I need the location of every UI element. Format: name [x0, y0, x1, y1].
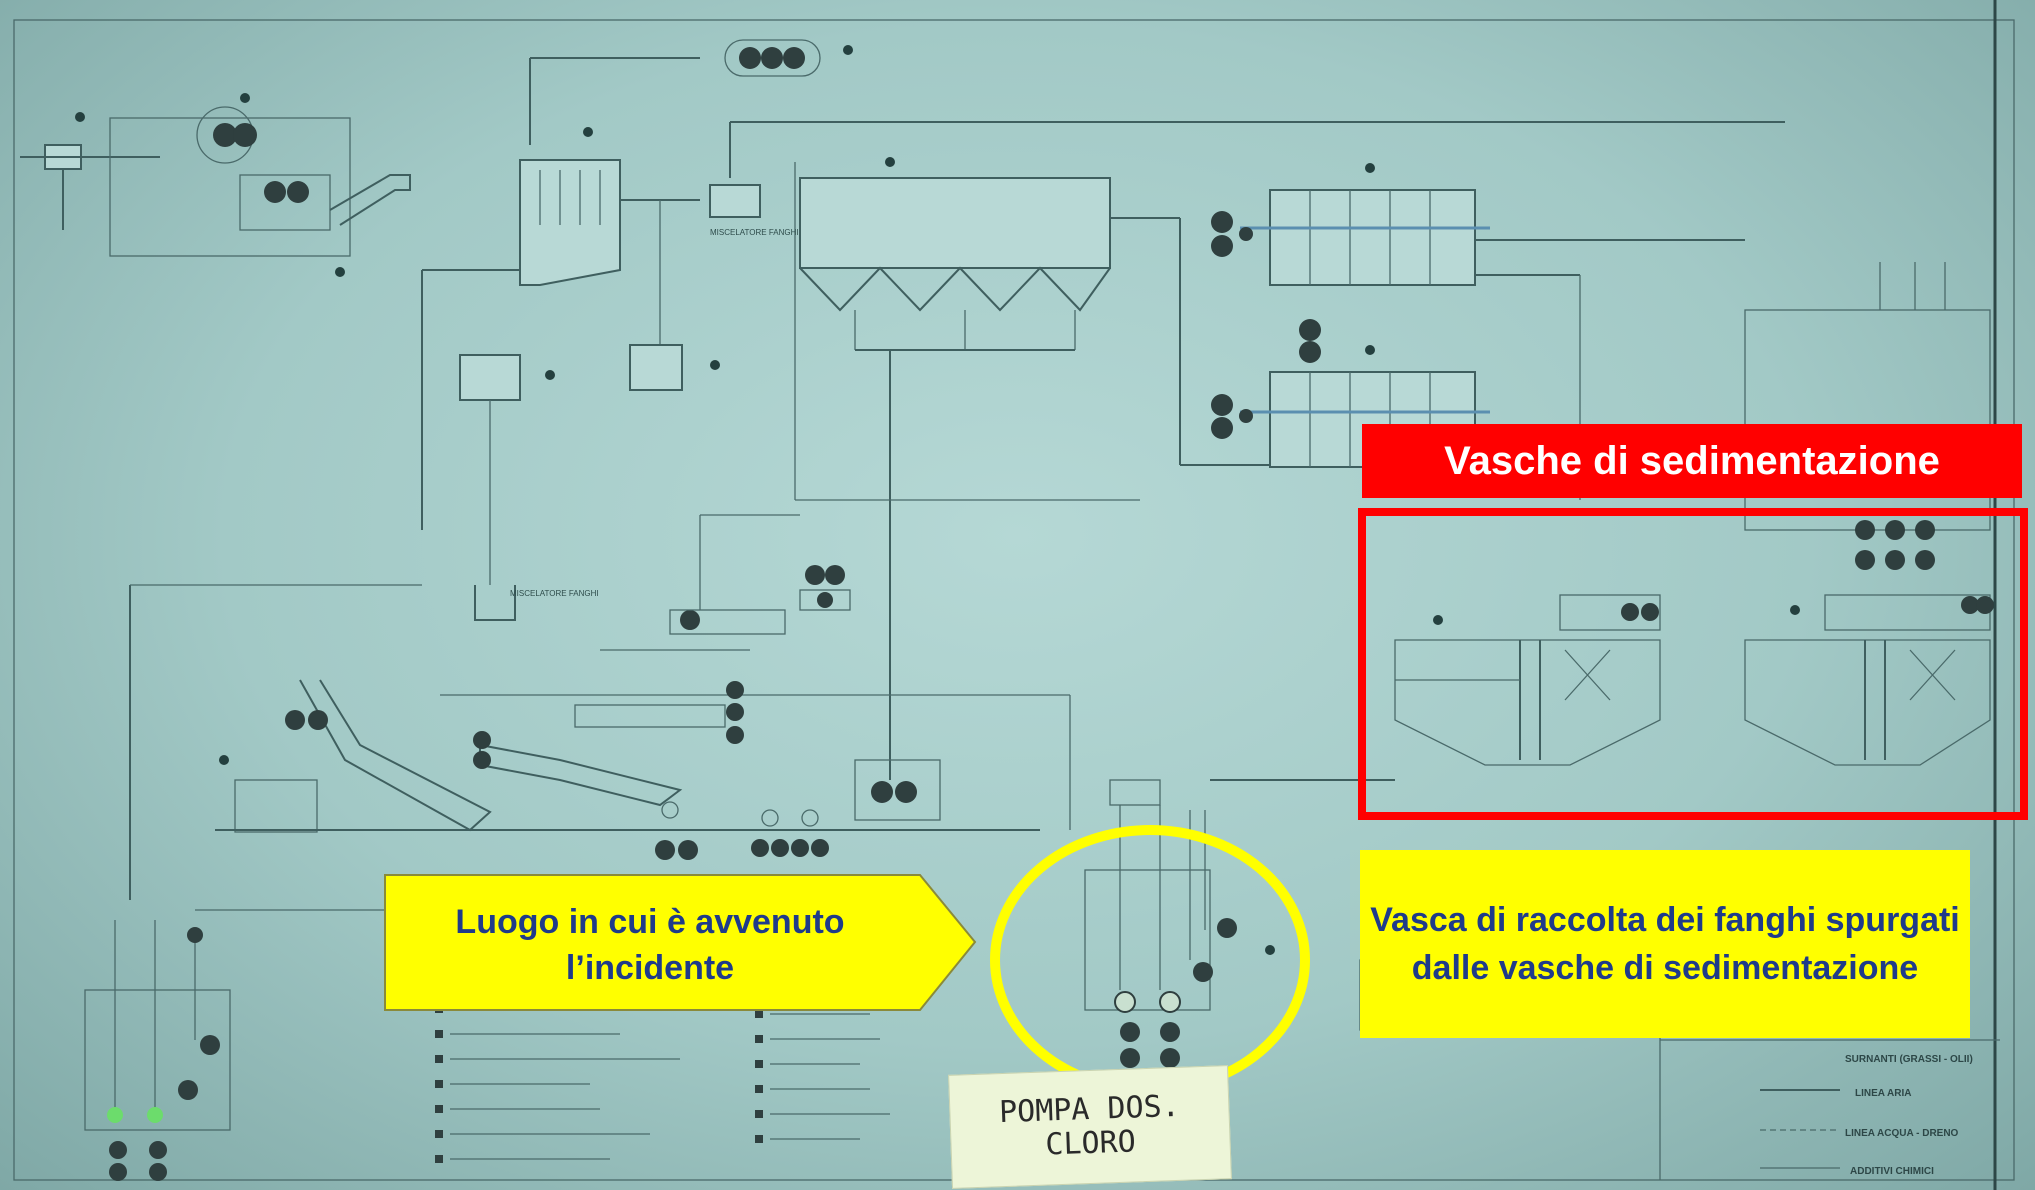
chlorine-tank — [1084, 779, 1275, 1068]
handwritten-note-card: POMPA DOS. CLORO — [948, 1065, 1232, 1189]
sludge-tank-text: Vasca di raccolta dei fanghi spurgati da… — [1370, 901, 1960, 987]
top-pump-group — [529, 39, 853, 145]
sedimentation-tank-right — [1744, 594, 1994, 766]
sedimentation-tanks-highlight-frame — [1358, 508, 2028, 820]
sand-box — [129, 269, 555, 900]
primary-clarifier — [729, 121, 1785, 780]
incident-circle-highlight — [990, 825, 1310, 1095]
incident-location-text: Luogo in cui è avvenuto l’incidente — [455, 903, 845, 987]
grit-tank — [519, 127, 761, 391]
sludge-tank-callout: Vasca di raccolta dei fanghi spurgati da… — [1360, 850, 1970, 1038]
incident-location-callout: Luogo in cui è avvenuto l’incidente — [385, 880, 915, 1010]
legend-additivi: ADDITIVI CHIMICI — [1850, 1166, 1934, 1177]
aeration-tank-upper — [1211, 163, 1490, 286]
bottom-left-tank — [84, 909, 410, 1181]
legend-surnanti: SURNANTI (GRASSI - OLII) — [1845, 1054, 1973, 1065]
handwritten-note-text: POMPA DOS. CLORO — [998, 1088, 1181, 1163]
legend-list-left — [435, 1005, 680, 1163]
sedimentation-tanks-text: Vasche di sedimentazione — [1444, 438, 1940, 483]
inlet-screen-unit — [20, 93, 411, 277]
legend-linea-aria: LINEA ARIA — [1855, 1088, 1911, 1099]
incident-arrow-shape — [384, 874, 977, 1011]
sedimentation-tanks-label: Vasche di sedimentazione — [1362, 424, 2022, 498]
sludge-treatment-line — [215, 514, 1071, 860]
final-tank-right — [1475, 239, 1991, 570]
mixer-label-top: MISCELATORE FANGHI — [710, 228, 799, 237]
mixer-label-mid: MISCELATORE FANGHI — [510, 589, 599, 598]
legend-linea-acqua: LINEA ACQUA - DRENO — [1845, 1128, 1959, 1139]
legend-list-right — [755, 1010, 890, 1143]
sedimentation-tank-left — [1394, 594, 1661, 766]
